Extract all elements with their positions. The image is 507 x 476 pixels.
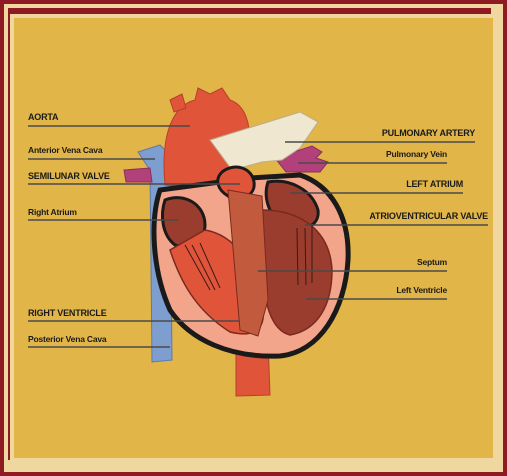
label-semilunar-valve: SEMILUNAR VALVE xyxy=(28,171,110,181)
label-septum: Septum xyxy=(417,257,447,267)
aorta-tip-shape xyxy=(170,94,186,112)
label-pulmonary-artery: PULMONARY ARTERY xyxy=(382,128,475,138)
label-pulmonary-vein: Pulmonary Vein xyxy=(386,149,447,159)
label-atrioventricular-valve: ATRIOVENTRICULAR VALVE xyxy=(369,211,488,221)
label-left-atrium: LEFT ATRIUM xyxy=(406,179,463,189)
label-right-ventricle: RIGHT VENTRICLE xyxy=(28,308,107,318)
label-right-atrium: Right Atrium xyxy=(28,207,77,217)
label-anterior-vena-cava: Anterior Vena Cava xyxy=(28,145,102,155)
label-posterior-vena-cava: Posterior Vena Cava xyxy=(28,334,106,344)
label-aorta: AORTA xyxy=(28,112,58,122)
label-left-ventricle: Left Ventricle xyxy=(396,285,447,295)
vein-left-stub-shape xyxy=(124,168,152,182)
